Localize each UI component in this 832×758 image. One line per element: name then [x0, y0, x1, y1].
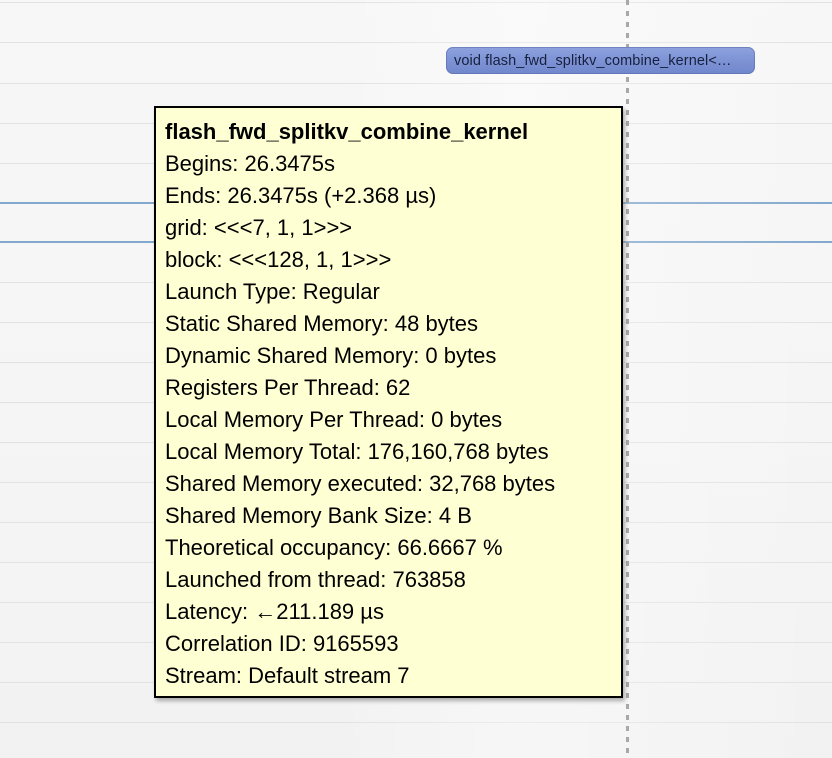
- tooltip-detail-row: Begins: 26.3475s: [165, 151, 336, 176]
- tooltip-detail-row: block: <<<128, 1, 1>>>: [165, 247, 392, 272]
- tooltip-detail-row: Local Memory Total: 176,160,768 bytes: [165, 439, 549, 464]
- kernel-activity-bar[interactable]: void flash_fwd_splitkv_combine_kernel<…: [446, 47, 755, 74]
- tooltip-detail-row: Static Shared Memory: 48 bytes: [165, 311, 479, 336]
- tooltip-detail-row: Shared Memory Bank Size: 4 B: [165, 503, 472, 528]
- tooltip-detail-row: Latency: ←211.189 µs: [165, 599, 384, 624]
- timeline-row-divider: [0, 2, 832, 3]
- tooltip-detail-row: Registers Per Thread: 62: [165, 375, 411, 400]
- tooltip-title: flash_fwd_splitkv_combine_kernel: [165, 119, 529, 144]
- tooltip-detail-row: Launched from thread: 763858: [165, 567, 466, 592]
- tooltip-detail-row: Shared Memory executed: 32,768 bytes: [165, 471, 556, 496]
- timeline-row-divider: [0, 83, 832, 84]
- timeline-row-divider: [0, 722, 832, 723]
- tooltip-detail-row: grid: <<<7, 1, 1>>>: [165, 215, 353, 240]
- tooltip-detail-row: Launch Type: Regular: [165, 279, 380, 304]
- tooltip-detail-row: Local Memory Per Thread: 0 bytes: [165, 407, 503, 432]
- tooltip-detail-row: Ends: 26.3475s (+2.368 µs): [165, 183, 437, 208]
- kernel-details-tooltip: flash_fwd_splitkv_combine_kernel Begins:…: [154, 106, 623, 698]
- tooltip-detail-row: Stream: Default stream 7: [165, 663, 410, 688]
- playhead-marker[interactable]: [626, 0, 629, 758]
- tooltip-detail-row: Correlation ID: 9165593: [165, 631, 399, 656]
- timeline-row-divider: [0, 42, 832, 43]
- tooltip-detail-row: Dynamic Shared Memory: 0 bytes: [165, 343, 497, 368]
- kernel-bar-label: void flash_fwd_splitkv_combine_kernel<…: [454, 52, 732, 69]
- tooltip-detail-row: Theoretical occupancy: 66.6667 %: [165, 535, 503, 560]
